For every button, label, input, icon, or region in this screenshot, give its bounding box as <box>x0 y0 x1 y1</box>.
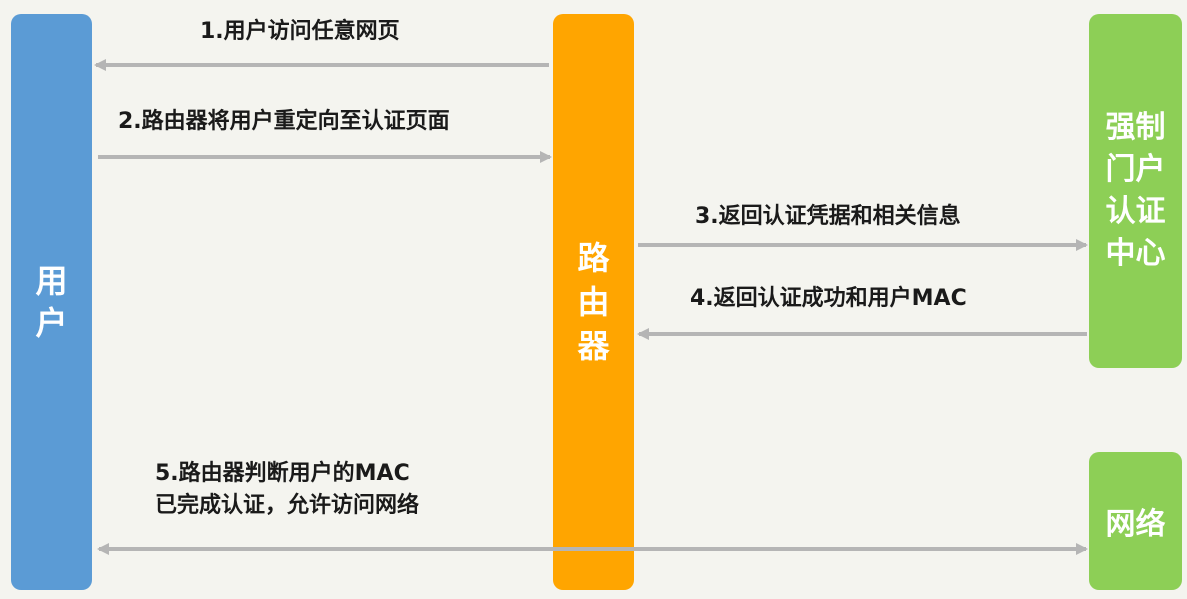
step-1-label: 1.用户访问任意网页 <box>200 19 400 44</box>
captive-portal-node: 强制门户认证中心 <box>1089 14 1182 368</box>
step-3-label: 3.返回认证凭据和相关信息 <box>695 204 961 229</box>
router-node: 路由器 <box>553 14 634 590</box>
router-node-label: 路由器 <box>577 239 610 365</box>
step-5-label-line-2: 已完成认证，允许访问网络 <box>155 493 420 518</box>
step-4-label: 4.返回认证成功和用户MAC <box>690 286 967 311</box>
step-5-label: 5.路由器判断用户的MAC 已完成认证，允许访问网络 <box>155 458 419 522</box>
network-node: 网络 <box>1089 452 1182 590</box>
user-node-label: 用户 <box>35 262 68 342</box>
captive-portal-node-label: 强制门户认证中心 <box>1105 110 1166 271</box>
network-node-label: 网络 <box>1105 507 1166 542</box>
step-2-label: 2.路由器将用户重定向至认证页面 <box>118 109 450 134</box>
user-node: 用户 <box>11 14 92 590</box>
step-5-label-line-1: 5.路由器判断用户的MAC <box>155 461 410 486</box>
